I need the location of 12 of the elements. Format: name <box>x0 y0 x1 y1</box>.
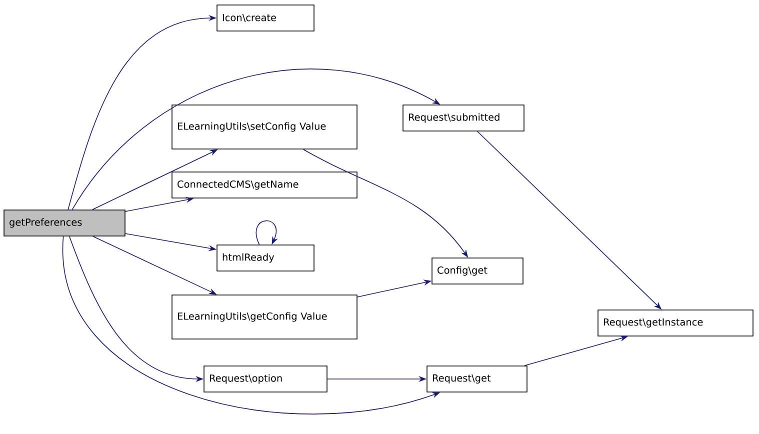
function-box: Request\getInstance <box>598 310 754 336</box>
function-box: ELearningUtils\getConfig Value <box>172 294 358 340</box>
function-box: Request\option <box>204 366 328 392</box>
function-box: Icon\create <box>216 4 314 32</box>
arrow <box>256 220 278 245</box>
function-box: Request\get <box>426 366 528 392</box>
function-box: Request\submitted <box>402 104 524 132</box>
function-box: Config\get <box>432 258 524 284</box>
function-box: htmlReady <box>216 244 314 272</box>
function-box: ConnectedCMS\getName <box>172 172 358 198</box>
function-box: getPreferences <box>4 210 126 236</box>
function-box: ELearningUtils\setConfig Value <box>172 104 358 150</box>
